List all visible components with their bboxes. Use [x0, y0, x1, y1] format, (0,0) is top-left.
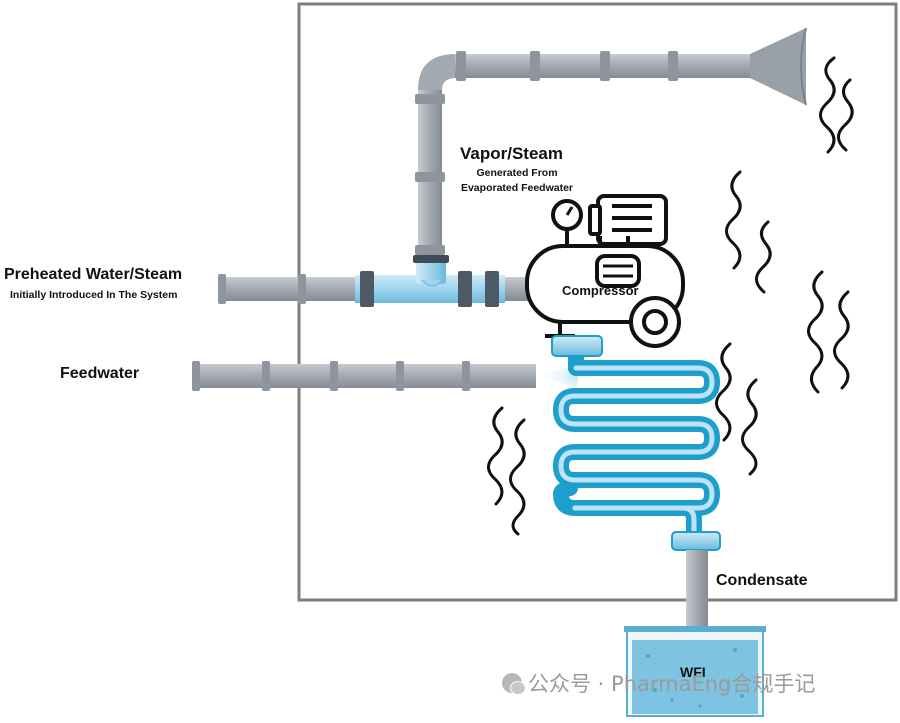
vapor-subtitle-1: Generated From: [476, 167, 558, 179]
condensate-fitting: [671, 531, 721, 551]
feedwater-pipe: [192, 361, 578, 391]
watermark: 公众号 · PharmaEng合规手记: [502, 668, 815, 698]
preheated-title: Preheated Water/Steam: [4, 266, 183, 283]
compressor: [525, 194, 685, 348]
vapor-pipe: [415, 27, 807, 260]
preheated-subtitle: Initially Introduced In The System: [10, 289, 178, 301]
compressor-outlet-fitting: [551, 335, 603, 357]
condenser-coil: [553, 360, 720, 544]
compressor-label: Compressor: [562, 283, 639, 298]
steam-waves: [487, 56, 854, 536]
preheated-pipe: [218, 255, 530, 307]
wfi-tank: [624, 626, 766, 717]
watermark-text: 公众号 · PharmaEng合规手记: [528, 672, 816, 696]
feedwater-label: Feedwater: [60, 365, 140, 382]
vapor-title: Vapor/Steam: [460, 144, 563, 163]
wechat-icon: [502, 673, 526, 695]
condensate-pipe: [686, 550, 708, 632]
wfi-label: WFI: [680, 664, 706, 680]
condensate-label: Condensate: [716, 572, 808, 589]
vapor-subtitle-2: Evaporated Feedwater: [460, 182, 574, 194]
spray-nozzle: [536, 364, 578, 388]
